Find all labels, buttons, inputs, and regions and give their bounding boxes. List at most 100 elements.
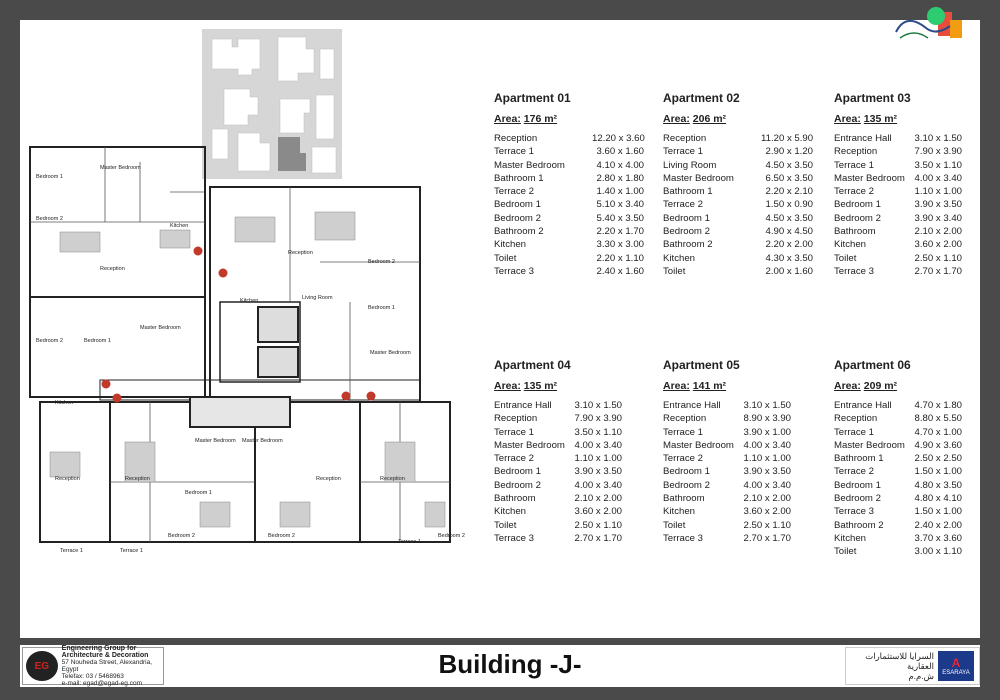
- svg-text:Reception: Reception: [55, 476, 80, 482]
- room-dimensions: 3.90 x 3.50: [743, 466, 791, 478]
- apartment-title: Apartment 03: [834, 91, 911, 105]
- room-name: Entrance Hall: [663, 400, 721, 411]
- room-dimensions: 11.20 x 5.90: [761, 133, 814, 144]
- egad-logo-icon: EG: [26, 651, 58, 681]
- room-dimensions: 3.10 x 1.50: [574, 400, 622, 411]
- svg-text:Bedroom 1: Bedroom 1: [36, 174, 63, 180]
- room-dimensions: 4.80 x 3.50: [914, 479, 962, 491]
- room-dimensions: 4.50 x 3.50: [765, 159, 813, 171]
- room-name: Master Bedroom: [494, 159, 565, 171]
- room-dimensions: 2.10 x 2.00: [743, 493, 791, 505]
- room-name: Master Bedroom: [834, 439, 905, 451]
- apartment-area: Area: 206 m²: [663, 113, 727, 125]
- svg-text:Terrace 1: Terrace 1: [398, 539, 421, 545]
- esaraya-logo-icon: A ESARAYA: [938, 651, 974, 681]
- svg-text:Bedroom 1: Bedroom 1: [185, 490, 212, 496]
- arabic-company-name: السرايا للاستثمارات العقارية ش.م.م: [865, 651, 934, 681]
- room-name: Master Bedroom: [494, 439, 565, 451]
- room-dimensions: 2.20 x 1.70: [596, 226, 644, 238]
- room-dimensions: 3.70 x 3.60: [914, 532, 962, 544]
- room-dimensions: 2.70 x 1.70: [743, 532, 791, 544]
- room-row: Bedroom 1 3.90 x 3.50: [663, 465, 791, 478]
- room-dimensions: 6.50 x 3.50: [765, 172, 813, 184]
- footer-bar: [20, 645, 980, 687]
- room-name: Bathroom: [834, 226, 876, 238]
- apartment-area: Area: 135 m²: [834, 113, 898, 125]
- svg-text:Bedroom 2: Bedroom 2: [438, 533, 465, 539]
- apartment-title: Apartment 02: [663, 91, 740, 105]
- drawing-sheet: Bedroom 1 Bedroom 2 Master Bedroom Recep…: [20, 20, 980, 638]
- apartment-area: Area: 176 m²: [494, 113, 558, 125]
- room-dimensions: 3.30 x 3.00: [596, 239, 644, 251]
- room-dimensions: 4.90 x 3.60: [914, 439, 962, 451]
- room-name: Kitchen: [834, 239, 866, 251]
- room-name: Bedroom 1: [494, 199, 541, 211]
- room-name: Terrace 2: [834, 186, 874, 198]
- room-dimensions: 8.90 x 3.90: [743, 413, 791, 425]
- room-name: Toilet: [494, 252, 517, 264]
- room-name: Bathroom: [494, 493, 536, 505]
- room-dimensions: 2.40 x 1.60: [596, 265, 644, 277]
- room-dimensions: 4.00 x 3.40: [574, 439, 622, 451]
- room-dimensions: 2.20 x 2.00: [765, 239, 813, 251]
- room-name: Terrace 1: [834, 159, 874, 171]
- room-dimensions: 3.60 x 1.60: [596, 146, 644, 158]
- company-info: Engineering Group for Architecture & Dec…: [61, 645, 153, 687]
- room-row: Kitchen 4.30 x 3.50: [663, 252, 813, 265]
- room-dimensions: 4.00 x 3.40: [574, 479, 622, 491]
- room-dimensions: 1.10 x 1.00: [743, 453, 791, 465]
- room-dimensions: 2.50 x 1.10: [914, 252, 962, 264]
- room-dimensions: 4.30 x 3.50: [765, 252, 813, 264]
- svg-text:Kitchen: Kitchen: [170, 223, 188, 229]
- room-name: Terrace 3: [494, 532, 534, 544]
- room-dimensions: 4.00 x 3.40: [914, 172, 962, 184]
- room-dimensions: 3.90 x 3.50: [914, 199, 962, 211]
- room-dimensions: 2.00 x 1.60: [765, 265, 813, 277]
- room-name: Kitchen: [663, 252, 695, 264]
- apartment-03-table: Apartment 03 Area: 135 m² Entrance Hall 3…: [834, 91, 962, 278]
- svg-text:Terrace 1: Terrace 1: [60, 548, 83, 554]
- svg-text:Bedroom 2: Bedroom 2: [368, 259, 395, 265]
- floor-plan: Bedroom 1 Bedroom 2 Master Bedroom Recep…: [29, 146, 465, 554]
- room-name: Bedroom 1: [663, 466, 710, 478]
- apartment-title: Apartment 05: [663, 358, 740, 372]
- room-dimensions: 2.40 x 2.00: [914, 519, 962, 531]
- apartment-title: Apartment 04: [494, 358, 571, 372]
- company-logo-left: EG Engineering Group for Architecture & …: [22, 645, 164, 687]
- room-name: Entrance Hall: [834, 133, 892, 144]
- room-dimensions: 4.00 x 3.40: [743, 439, 791, 451]
- svg-text:Master Bedroom: Master Bedroom: [242, 438, 283, 444]
- room-name: Bedroom 2: [834, 212, 881, 224]
